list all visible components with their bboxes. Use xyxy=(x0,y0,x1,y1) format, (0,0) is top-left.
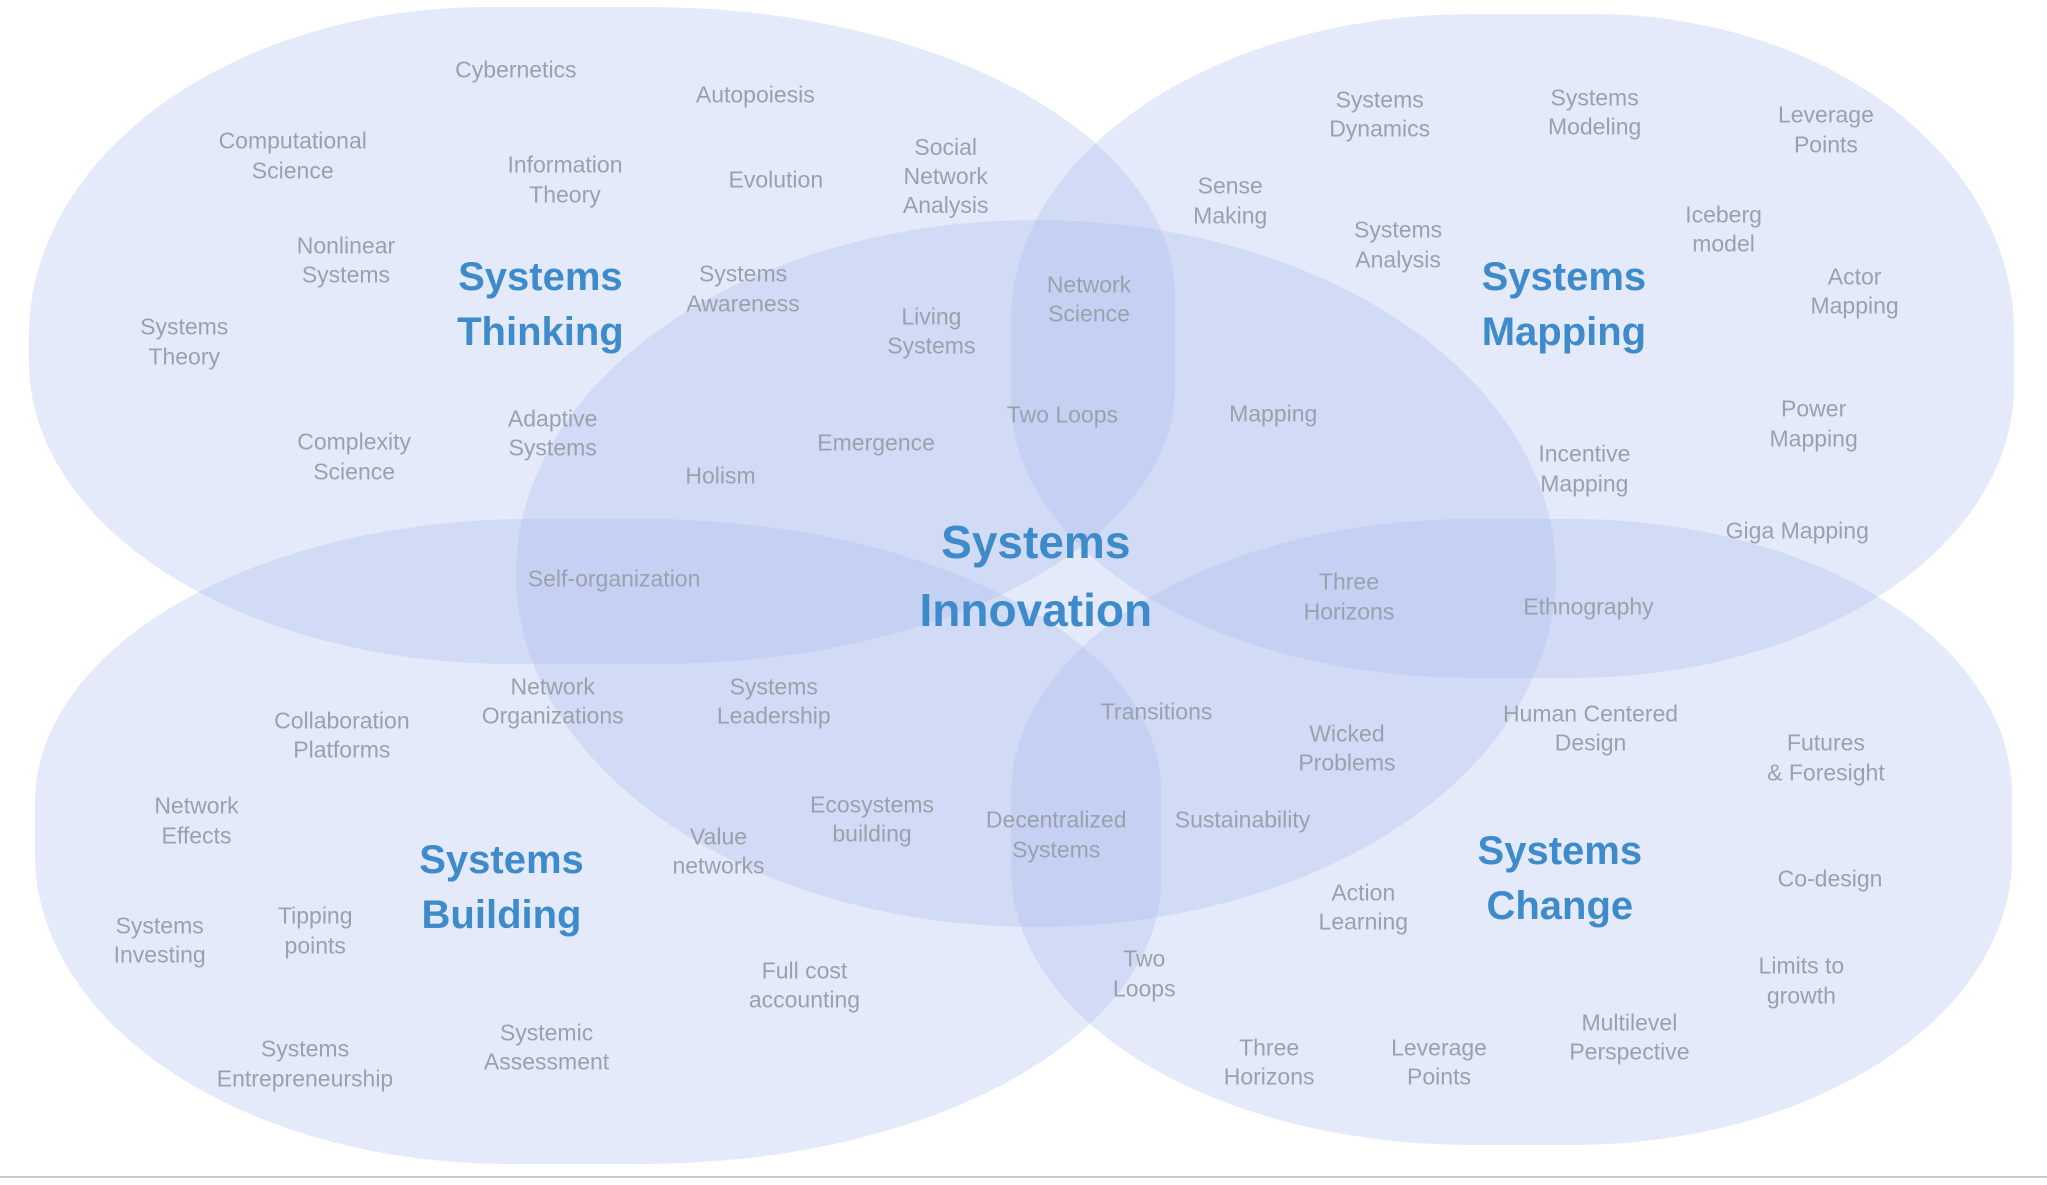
systems-thinking-blob xyxy=(28,7,1175,664)
label-ecosystems-building: Ecosystems building xyxy=(810,791,935,848)
label-co-design: Co-design xyxy=(1777,865,1883,892)
bottom-edge-line xyxy=(0,1176,2047,1178)
label-collaboration-platforms: Collaboration Platforms xyxy=(274,707,410,763)
center-title-systems-innovation: Systems Innovation xyxy=(919,515,1153,636)
label-cybernetics: Cybernetics xyxy=(455,56,577,83)
label-action-learning: Action Learning xyxy=(1318,879,1409,935)
label-three-horizons-mid: Three Horizons xyxy=(1303,568,1395,625)
label-futures-foresight: Futures & Foresight xyxy=(1767,729,1885,786)
label-wicked-problems: Wicked Problems xyxy=(1298,720,1396,776)
label-self-organization: Self-organization xyxy=(527,565,701,592)
label-human-centered-design: Human Centered Design xyxy=(1502,700,1679,756)
label-giga-mapping: Giga Mapping xyxy=(1725,517,1869,544)
label-systems-theory: Systems Theory xyxy=(140,314,229,370)
label-three-horizons-bottom: Three Horizons xyxy=(1223,1034,1315,1090)
label-value-networks: Value networks xyxy=(672,823,765,879)
systems-building-blob xyxy=(34,519,1161,1164)
label-systems-awareness: Systems Awareness xyxy=(686,260,800,317)
label-two-loops-top: Two Loops xyxy=(1006,401,1119,428)
label-multilevel-perspective: Multilevel Perspective xyxy=(1569,1009,1690,1066)
label-two-loops-bottom: Two Loops xyxy=(1112,945,1176,1002)
label-mapping: Mapping xyxy=(1229,399,1318,426)
label-information-theory: Information Theory xyxy=(507,151,623,208)
label-incentive-mapping: Incentive Mapping xyxy=(1538,440,1631,497)
label-computational-science: Computational Science xyxy=(218,127,367,184)
label-systems-dynamics: Systems Dynamics xyxy=(1329,86,1431,142)
region-title-systems-building: Systems Building xyxy=(419,837,584,937)
label-nonlinear-systems: Nonlinear Systems xyxy=(296,232,396,288)
label-full-cost-accounting: Full cost accounting xyxy=(748,957,861,1013)
label-holism: Holism xyxy=(685,462,756,489)
label-systems-leadership: Systems Leadership xyxy=(716,673,831,729)
label-actor-mapping: Actor Mapping xyxy=(1810,263,1899,319)
label-power-mapping: Power Mapping xyxy=(1769,395,1858,452)
region-title-systems-change: Systems Change xyxy=(1477,829,1643,929)
label-systems-analysis: Systems Analysis xyxy=(1354,216,1443,273)
label-living-systems: Living Systems xyxy=(887,303,976,359)
label-emergence: Emergence xyxy=(817,429,935,456)
label-leverage-points-bottom: Leverage Points xyxy=(1391,1034,1487,1090)
region-title-systems-thinking: Systems Thinking xyxy=(457,254,624,354)
label-systemic-assessment: Systemic Assessment xyxy=(483,1019,610,1075)
label-network-science: Network Science xyxy=(1046,271,1132,327)
label-autopoiesis: Autopoiesis xyxy=(695,81,815,108)
systems-innovation-circle xyxy=(515,220,1556,927)
label-evolution: Evolution xyxy=(728,166,824,193)
label-limits-to-growth: Limits to growth xyxy=(1758,952,1845,1009)
label-social-network-analysis: Social Network Analysis xyxy=(902,133,989,219)
label-iceberg-model: Iceberg model xyxy=(1685,201,1762,257)
region-title-systems-mapping: Systems Mapping xyxy=(1481,254,1647,354)
systems-mapping-blob xyxy=(1011,14,2015,678)
label-systems-entrepreneurship: Systems Entrepreneurship xyxy=(216,1035,394,1092)
label-ethnography: Ethnography xyxy=(1523,593,1654,619)
label-systems-modeling: Systems Modeling xyxy=(1547,84,1642,140)
label-tipping-points: Tipping points xyxy=(277,902,353,959)
label-adaptive-systems: Adaptive Systems xyxy=(507,405,598,461)
label-network-organizations: Network Organizations xyxy=(481,673,624,729)
label-network-effects: Network Effects xyxy=(154,792,239,849)
systems-change-blob xyxy=(1011,519,2013,1145)
label-transitions: Transitions xyxy=(1100,698,1213,725)
label-sense-making: Sense Making xyxy=(1193,173,1268,229)
label-leverage-points-top: Leverage Points xyxy=(1777,101,1874,158)
label-sustainability: Sustainability xyxy=(1174,806,1311,833)
label-systems-investing: Systems Investing xyxy=(113,912,206,968)
label-decentralized-systems: Decentralized Systems xyxy=(985,806,1127,863)
label-complexity-science: Complexity Science xyxy=(297,428,412,485)
